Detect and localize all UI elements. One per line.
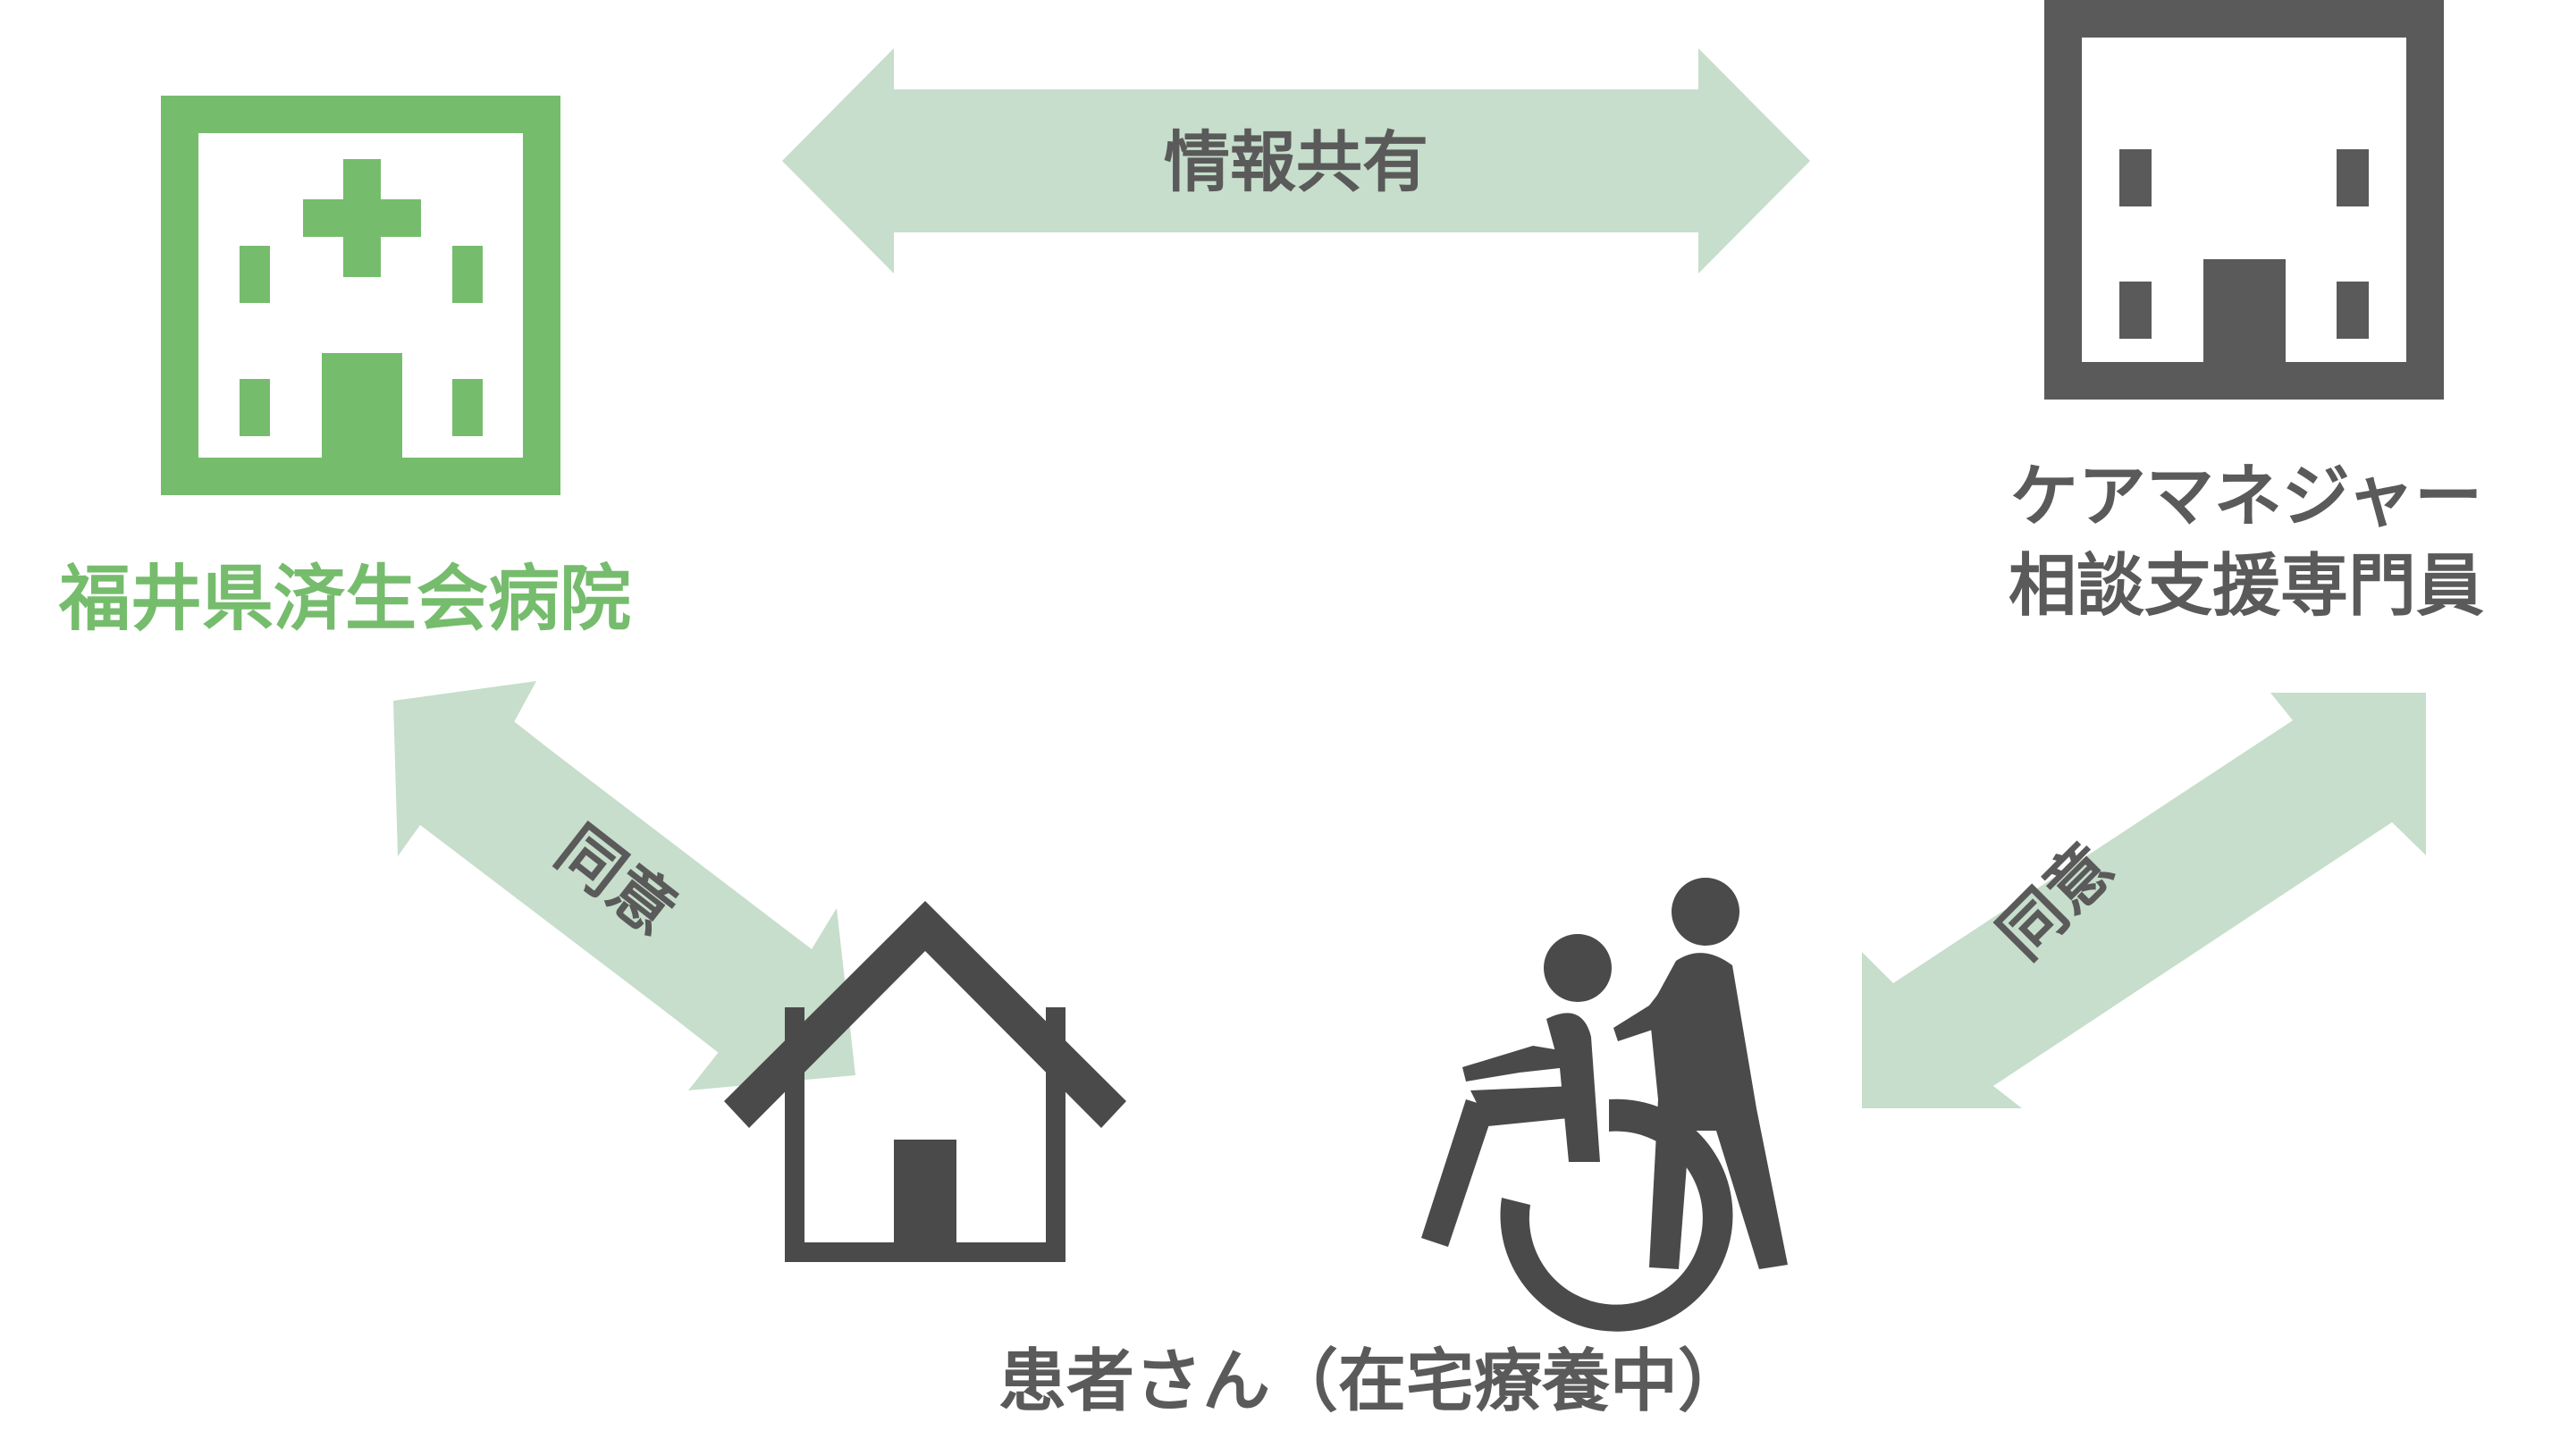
patient-label: 患者さん（在宅療養中） <box>998 1342 1746 1421</box>
double-arrow-horizontal-icon <box>782 48 1810 274</box>
office-building-icon <box>2044 0 2444 400</box>
house-icon <box>724 901 1126 1262</box>
arrow-info-sharing: 情報共有 <box>782 48 1810 274</box>
hospital-building-icon <box>161 96 560 495</box>
double-arrow-diagonal-icon <box>1862 693 2426 1108</box>
arrow-consent-right: 同意 <box>1862 693 2426 1108</box>
arrow-consent-left: 同意 <box>393 681 855 1090</box>
arrow-info-sharing-label: 情報共有 <box>1164 124 1428 201</box>
wheelchair-caregiver-icon <box>1421 878 1788 1332</box>
care-manager-label-line2: 相談支援専門員 <box>2009 546 2484 626</box>
hospital-label: 福井県済生会病院 <box>58 558 631 641</box>
care-manager-label-line1: ケアマネジャー <box>2010 457 2482 536</box>
